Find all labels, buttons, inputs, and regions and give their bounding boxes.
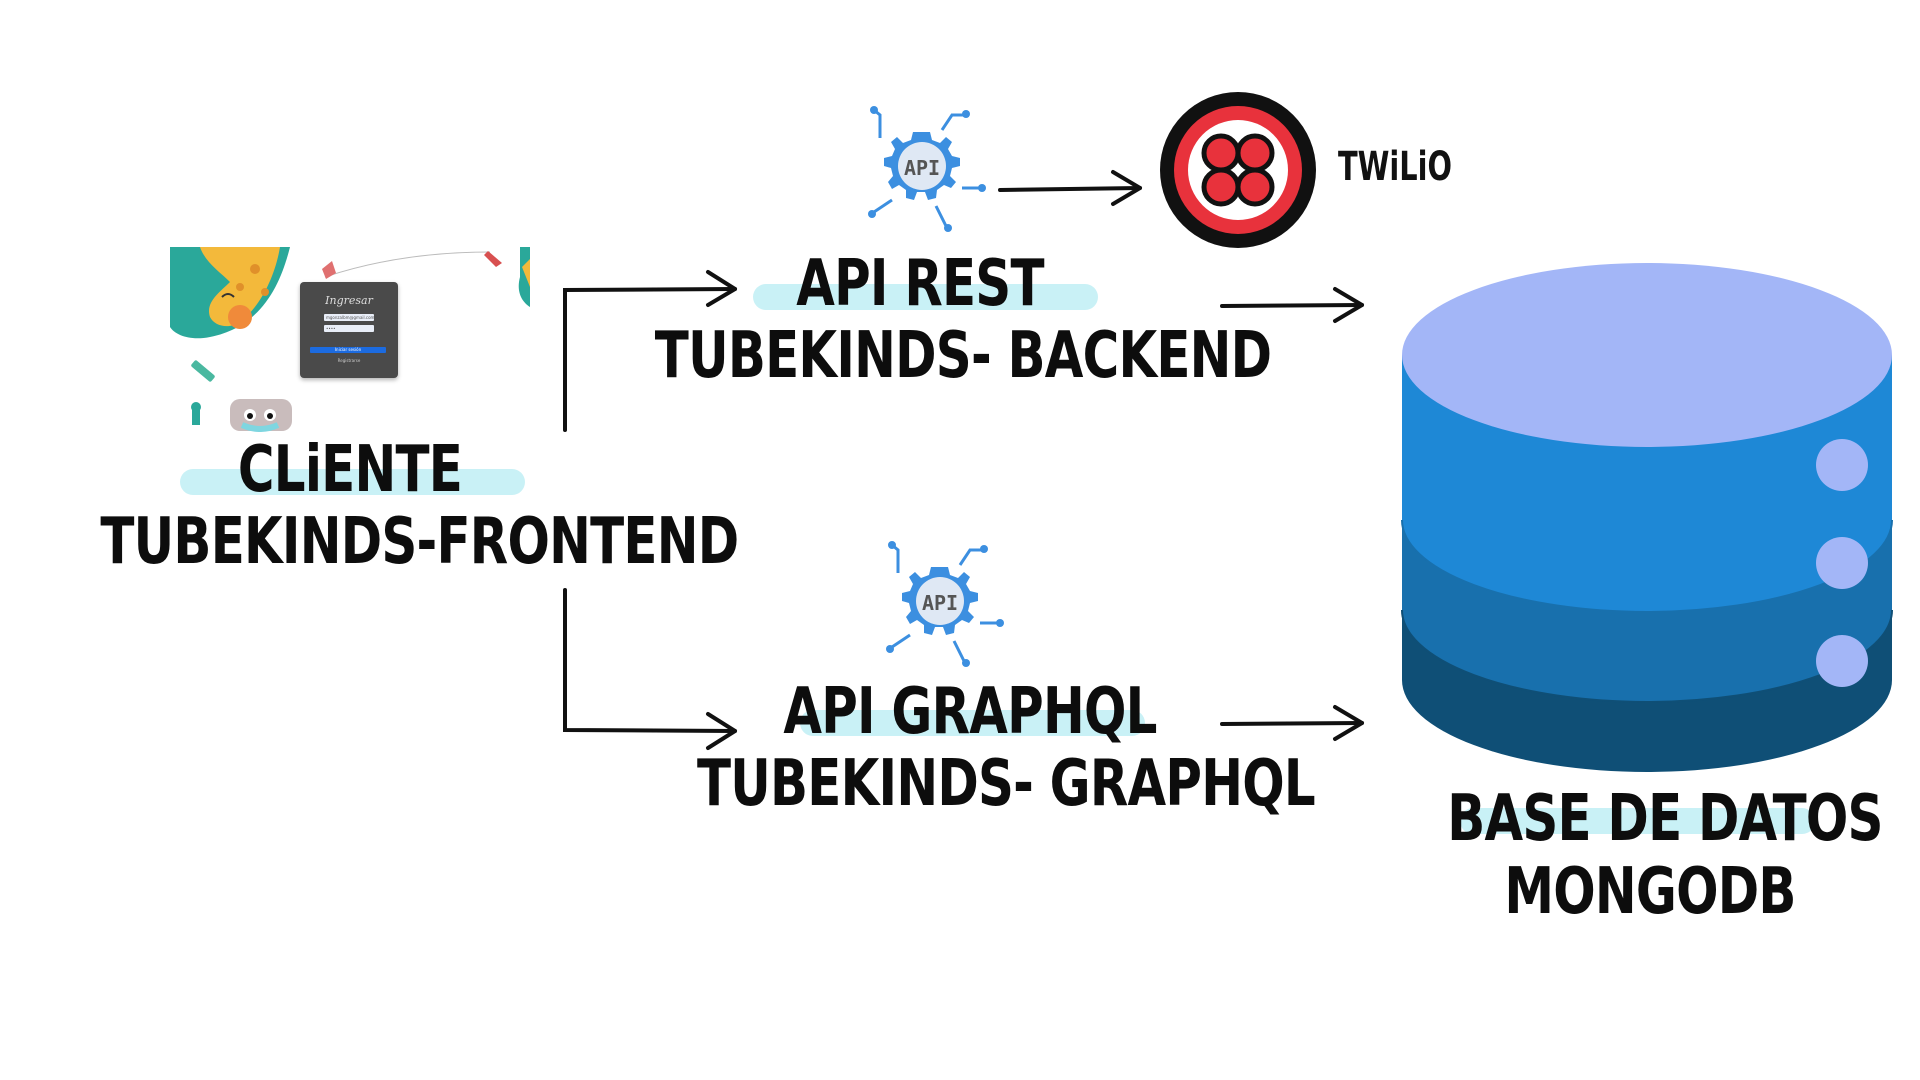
api-graphql-icon-text: API [922,591,958,615]
api-graphql-title: API GRAPHQL [783,675,1157,749]
api-graphql-gear-icon: API [886,541,1004,667]
database-title: BASE DE DATOS [1447,782,1883,856]
client-title-highlight [180,469,525,495]
client-subtitle: TUBEKINDS-FRONTEND [100,505,739,579]
api-rest-title-highlight [753,284,1098,310]
arrowhead-to-twilio [1111,170,1142,206]
arrowhead-graphql-to-db [1333,705,1364,741]
database-subtitle: MONGODB [1504,855,1796,929]
db-indicator-dot [1816,439,1868,491]
arrow-rest-to-db [1220,303,1364,308]
login-title: Ingresar [325,294,373,307]
register-link: Registrarse [337,358,361,363]
api-rest-gear-icon: API [868,106,986,232]
db-indicator-dot [1816,635,1868,687]
api-graphql-subtitle: TUBEKINDS- GRAPHQL [697,747,1316,821]
password-field: •••• [324,325,374,332]
client-title: CLiENTE [237,433,463,507]
arrowhead-to-api-rest [706,270,737,307]
api-rest-title: API REST [796,247,1044,321]
thumbnail-illustration [170,247,530,432]
arrowhead-rest-to-db [1333,287,1364,323]
api-rest-subtitle: TUBEKINDS- BACKEND [654,319,1272,393]
arrow-graphql-to-db [1220,721,1364,726]
twilio-logo-icon [1160,92,1316,248]
db-title-highlight [1460,808,1815,834]
login-card: Ingresar mgonzalbm@gmail.com •••• Inicia… [300,282,398,378]
arrow-rest-to-twilio [998,186,1142,192]
email-field: mgonzalbm@gmail.com [324,314,374,321]
arrowhead-to-api-graphql [706,712,737,750]
login-button: Iniciar sesión [310,347,386,353]
api-graphql-title-highlight [800,710,1145,736]
db-indicator-dot [1816,537,1868,589]
database-cylinder-icon [1401,263,1893,772]
client-connector-lower [563,588,737,733]
api-rest-icon-text: API [904,156,940,180]
client-connector-upper [563,287,737,432]
twilio-label: TWiLiO [1338,144,1452,190]
